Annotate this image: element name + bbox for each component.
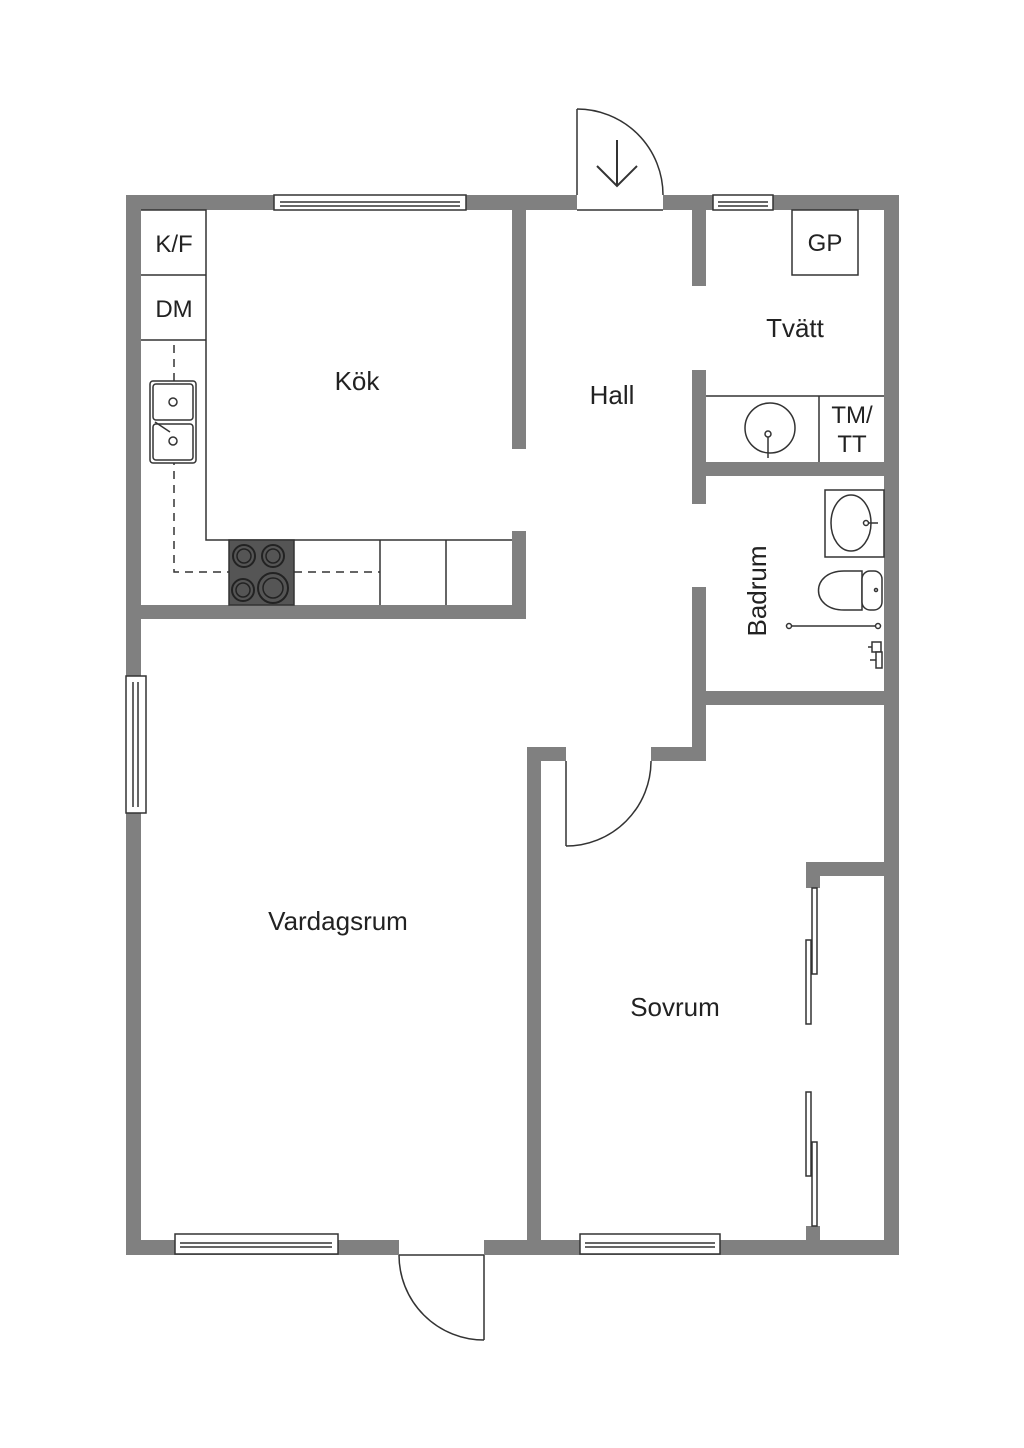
- bathroom-fixtures: [785, 489, 885, 669]
- wall-living-bedroom: [527, 747, 541, 1255]
- wall-wardrobe-top: [806, 862, 899, 876]
- entrance-door[interactable]: [576, 108, 664, 211]
- windows: [125, 194, 774, 1255]
- wall-kitchen-living: [126, 605, 526, 619]
- shower-icon: [785, 622, 883, 669]
- laundry-fixtures: GP TM/ TT: [706, 209, 884, 462]
- window-living-bottom: [174, 1233, 339, 1255]
- living-room-door[interactable]: [398, 1254, 485, 1341]
- wall-bedroom-door-right: [651, 747, 706, 761]
- room-label-bathroom: Badrum: [742, 545, 772, 636]
- wardrobe-doors[interactable]: [805, 887, 818, 1227]
- drying-cabinet: [791, 209, 859, 276]
- window-kitchen: [273, 194, 467, 211]
- room-label-kitchen: Kök: [335, 366, 381, 396]
- interior-walls: [126, 207, 899, 1255]
- room-labels: Kök Hall Tvätt Badrum Vardagsrum Sovrum: [268, 313, 825, 1022]
- window-bedroom-bottom: [579, 1233, 721, 1255]
- wall-wardrobe-stub-top: [806, 862, 820, 888]
- room-label-bedroom: Sovrum: [630, 992, 720, 1022]
- drying-cabinet-label: GP: [808, 230, 843, 257]
- room-label-living-room: Vardagsrum: [268, 906, 408, 936]
- window-laundry: [712, 194, 774, 211]
- toilet-icon: [817, 570, 883, 611]
- exterior-walls: [126, 195, 899, 1255]
- stove-icon: [228, 539, 295, 606]
- dishwasher-label: DM: [155, 296, 192, 323]
- wall-kitchen-hall: [512, 207, 526, 449]
- window-living-left: [125, 675, 147, 814]
- entrance-arrow-icon: [596, 140, 638, 188]
- room-label-laundry: Tvätt: [766, 313, 825, 343]
- doors: [398, 108, 818, 1341]
- wall-laundry-stub-top: [692, 207, 706, 286]
- wall-laundry-hall: [692, 370, 706, 504]
- wall-laundry-bath: [692, 462, 899, 476]
- bathroom-sink-icon: [824, 489, 885, 558]
- fridge-freezer-label: K/F: [155, 231, 192, 258]
- double-sink-icon: [149, 380, 197, 464]
- kitchen-fixtures: K/F DM: [141, 209, 512, 606]
- washer-dryer-label-line2: TT: [837, 431, 867, 458]
- wall-wardrobe-stub-bottom: [806, 1226, 820, 1246]
- wall-hall-bedroom-stub: [692, 691, 706, 761]
- wall-right: [884, 195, 899, 1255]
- room-label-hall: Hall: [590, 380, 635, 410]
- wall-bath-hall: [692, 587, 706, 707]
- wall-kitchen-counter-end: [512, 531, 526, 619]
- wash-basin-icon: [744, 402, 796, 458]
- washer-dryer-label-line1: TM/: [831, 402, 873, 429]
- bedroom-door[interactable]: [565, 760, 652, 847]
- wall-bath-bedroom: [692, 691, 899, 705]
